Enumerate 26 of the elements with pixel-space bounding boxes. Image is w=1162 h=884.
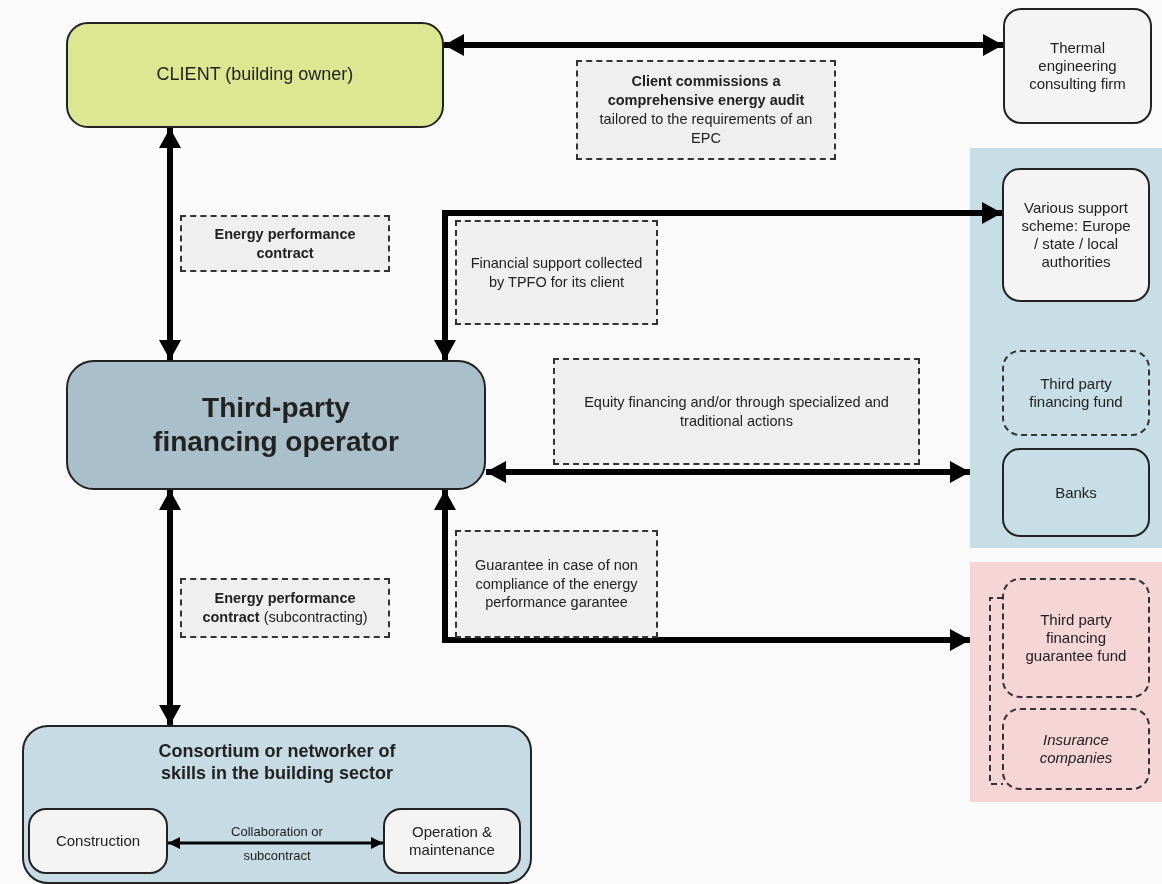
- edge-label: Energy performance contract: [180, 215, 390, 272]
- arrow: [168, 837, 383, 849]
- arrow: [486, 461, 970, 483]
- client-box: CLIENT (building owner): [66, 22, 444, 128]
- banks-box: Banks: [1002, 448, 1150, 537]
- entity-box: Operation & maintenance: [383, 808, 521, 874]
- fund-box: Third party financing fund: [1002, 350, 1150, 436]
- arrow: [434, 490, 970, 651]
- insurance-box: Insurance companies: [1002, 708, 1150, 790]
- operator-box: Third-party financing operator: [66, 360, 486, 490]
- arrow: [159, 128, 181, 360]
- entity-box: Various support scheme: Europe / state / local authorities: [1002, 168, 1150, 302]
- arrow: [444, 34, 1003, 56]
- arrow: [159, 490, 181, 725]
- edge-label: Client commissions a comprehensive energy audit tailored to the requirements of an EPC: [576, 60, 836, 160]
- edge-label: Energy performance contract (subcontracting): [180, 578, 390, 638]
- edge-label: Equity financing and/or through specialized and traditional actions: [553, 358, 920, 465]
- edge-label: Financial support collected by TPFO for its client: [455, 220, 658, 325]
- financing-panel: [970, 148, 1162, 548]
- edge-label: Guarantee in case of non compliance of the energy performance garantee: [455, 530, 658, 638]
- entity-box: Thermal engineering consulting firm: [1003, 8, 1152, 124]
- edge-label: Collaboration or subcontract: [230, 823, 324, 865]
- fund-box: Third party financing guarantee fund: [1002, 578, 1150, 698]
- guarantee-panel: [970, 562, 1162, 802]
- arrow: [434, 202, 1002, 360]
- entity-box: Construction: [28, 808, 168, 874]
